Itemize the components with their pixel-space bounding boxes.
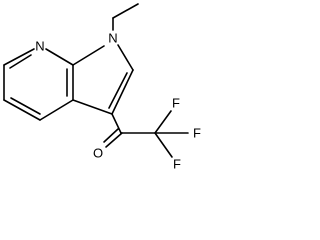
bond-n1-c2 xyxy=(117,44,134,71)
atom-pyridine-nitrogen: N xyxy=(35,39,44,54)
pyrrole-ring xyxy=(72,44,134,115)
bond-c-f-bottom xyxy=(154,132,173,158)
atom-fluorine-top: F xyxy=(172,96,180,111)
bond-c2-c3 xyxy=(111,69,134,115)
bond-c-f-top xyxy=(154,110,172,134)
atom-fluorine-right: F xyxy=(193,126,201,141)
pyridine-ring xyxy=(3,48,74,121)
bond-c2-c3-inner xyxy=(108,72,128,109)
atom-carbonyl-oxygen: O xyxy=(93,146,103,161)
atom-fluorine-bottom: F xyxy=(173,157,181,172)
bond-c7a-n1 xyxy=(72,45,105,66)
bond-n7-c6-inner xyxy=(9,54,32,69)
bond-ch2-ch3 xyxy=(112,3,139,19)
atom-pyrrole-nitrogen: N xyxy=(108,31,117,46)
bond-c4-c3a xyxy=(39,99,74,121)
ethyl-group xyxy=(112,3,139,31)
bond-c5-c4 xyxy=(3,99,41,121)
bond-c3-carbonyl xyxy=(111,113,122,134)
chemical-structure: N N O F F F xyxy=(3,3,201,172)
bond-n7-c7a xyxy=(45,48,74,66)
bond-carbonyl-o-inner xyxy=(103,128,119,143)
bond-carbonyl-o xyxy=(105,132,123,148)
trifluoroacetyl-group xyxy=(103,110,189,158)
bond-c5-c4-inner xyxy=(10,97,41,115)
bond-n7-c6 xyxy=(3,48,35,66)
bond-c3-c3a xyxy=(72,99,113,115)
